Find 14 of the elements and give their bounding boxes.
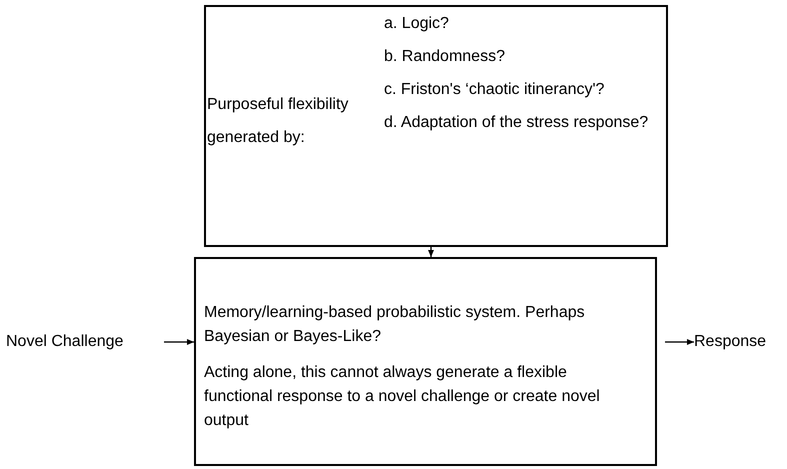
flow-label: Novel Challenge <box>6 331 156 353</box>
arrow <box>428 247 434 257</box>
process-box <box>194 257 657 466</box>
flow-label: Response <box>694 331 784 353</box>
box-text: Acting alone, this cannot always generate a flexible functional response to a novel challenge or create novel output <box>204 363 601 431</box>
list-item: d. Adaptation of the stress response? <box>384 113 650 133</box>
list-item: a. Logic? <box>384 14 450 34</box>
arrow <box>665 339 694 345</box>
list-item: b. Randomness? <box>384 47 506 67</box>
process-box <box>204 5 668 247</box>
box-heading: Purposeful flexibility generated by: <box>207 95 350 148</box>
list-item: c. Friston's ‘chaotic itinerancy'? <box>384 80 606 100</box>
arrow <box>164 339 194 345</box>
box-text: Memory/learning-based probabilistic system. Perhaps Bayesian or Bayes-Like? <box>204 303 586 347</box>
